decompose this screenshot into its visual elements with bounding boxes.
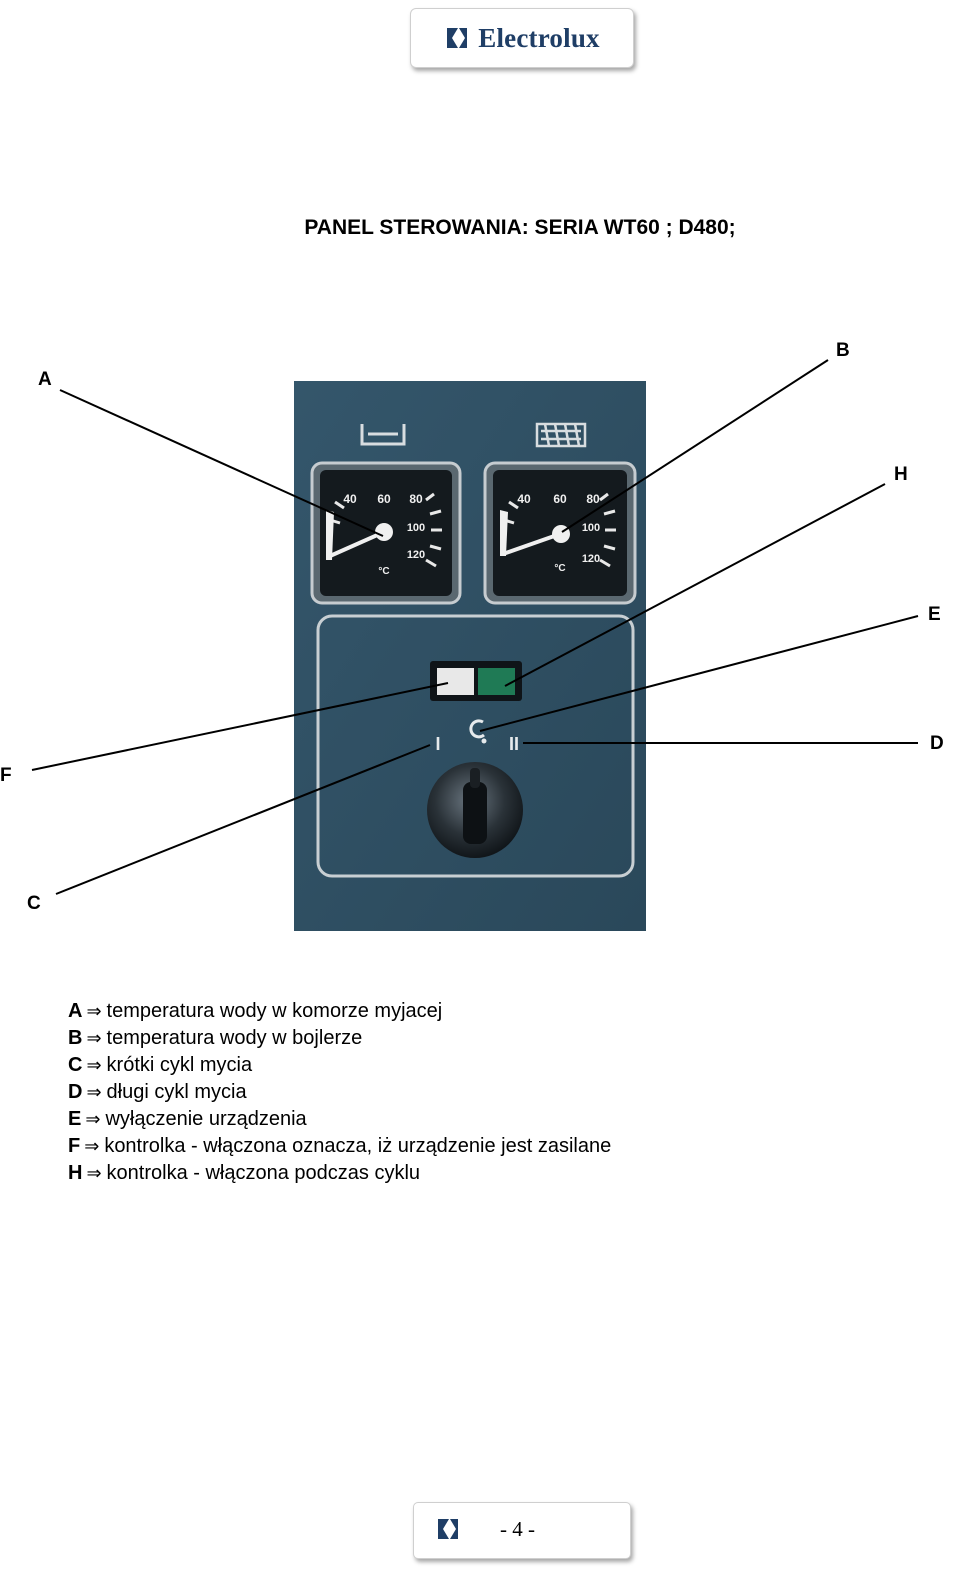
legend-key: H <box>68 1162 83 1184</box>
implies-arrow-icon: ⇒ <box>86 1028 102 1049</box>
implies-arrow-icon: ⇒ <box>85 1109 101 1130</box>
gauge-tick-120: 120 <box>582 553 600 565</box>
wash-temperature-gauge: 40 60 80 100 120 °C <box>310 461 462 605</box>
callout-lines <box>31 359 919 895</box>
callout-b: B <box>836 340 850 361</box>
legend-text: wyłączenie urządzenia <box>105 1108 307 1130</box>
boiler-temperature-gauge: 40 60 80 100 120 °C <box>483 461 637 605</box>
callout-a: A <box>38 369 52 390</box>
page-footer: - 4 - <box>413 1502 631 1559</box>
program-selector-knob[interactable] <box>427 762 523 858</box>
legend-key: E <box>68 1108 82 1130</box>
electrolux-logo: Electrolux <box>410 8 634 68</box>
gauge-tick-60: 60 <box>553 492 567 506</box>
implies-arrow-icon: ⇒ <box>86 1082 102 1103</box>
power-lamp-white <box>437 668 474 695</box>
indicator-lamps <box>430 661 522 701</box>
gauge-tick-40: 40 <box>517 492 531 506</box>
callout-d: D <box>930 733 944 754</box>
gauge-unit: °C <box>378 566 389 577</box>
implies-arrow-icon: ⇒ <box>86 1163 102 1184</box>
callout-c: C <box>27 893 41 914</box>
brand-name: Electrolux <box>478 22 600 53</box>
callout-f: F <box>0 765 12 786</box>
legend-item: H⇒kontrolka - włączona podczas cyklu <box>68 1160 611 1187</box>
legend-item: A⇒temperatura wody w komorze myjacej <box>68 998 611 1025</box>
page-number: - 4 - <box>500 1517 535 1541</box>
gauge-tick-100: 100 <box>407 522 425 534</box>
legend-key: A <box>68 1000 83 1022</box>
gauge-tick-120: 120 <box>407 549 425 561</box>
legend-key: B <box>68 1027 83 1049</box>
legend-item: C⇒krótki cykl mycia <box>68 1052 611 1079</box>
legend-key: C <box>68 1054 83 1076</box>
gauge-tick-80: 80 <box>586 492 600 506</box>
legend-item: B⇒temperatura wody w bojlerze <box>68 1025 611 1052</box>
legend-item: D⇒długi cykl mycia <box>68 1079 611 1106</box>
legend-text: temperatura wody w komorze myjacej <box>106 1000 443 1022</box>
electrolux-mark-icon <box>447 28 468 48</box>
switch-position-short: I <box>435 734 440 754</box>
page-title: PANEL STEROWANIA: SERIA WT60 ; D480; <box>304 216 736 239</box>
electrolux-mark-icon <box>438 1519 458 1539</box>
wash-tank-icon <box>360 424 406 446</box>
switch-position-long: II <box>509 734 519 754</box>
legend-text: krótki cykl mycia <box>106 1054 253 1076</box>
callout-e: E <box>928 604 941 625</box>
gauge-tick-40: 40 <box>343 492 357 506</box>
control-panel-figure: 40 60 80 100 120 °C 40 60 80 100 120 °C <box>31 359 919 931</box>
gauge-unit: °C <box>554 563 565 574</box>
legend-text: temperatura wody w bojlerze <box>106 1027 363 1049</box>
gauge-tick-100: 100 <box>582 522 600 534</box>
legend-item: F⇒kontrolka - włączona oznacza, iż urząd… <box>68 1133 611 1160</box>
implies-arrow-icon: ⇒ <box>84 1136 100 1157</box>
legend-key: D <box>68 1081 83 1103</box>
control-area-frame <box>316 614 635 878</box>
gauge-tick-80: 80 <box>409 492 423 506</box>
implies-arrow-icon: ⇒ <box>86 1055 102 1076</box>
cycle-lamp-green <box>478 668 515 695</box>
gauge-tick-60: 60 <box>377 492 391 506</box>
implies-arrow-icon: ⇒ <box>86 1001 102 1022</box>
boiler-icon <box>535 422 587 448</box>
legend-item: E⇒wyłączenie urządzenia <box>68 1106 611 1133</box>
power-off-icon <box>469 719 485 739</box>
legend-text: długi cykl mycia <box>106 1081 247 1103</box>
legend-key: F <box>68 1135 81 1157</box>
legend-text: kontrolka - włączona podczas cyklu <box>106 1162 421 1184</box>
legend: A⇒temperatura wody w komorze myjacej B⇒t… <box>68 998 611 1187</box>
callout-h: H <box>894 464 908 485</box>
legend-text: kontrolka - włączona oznacza, iż urządze… <box>104 1135 612 1157</box>
